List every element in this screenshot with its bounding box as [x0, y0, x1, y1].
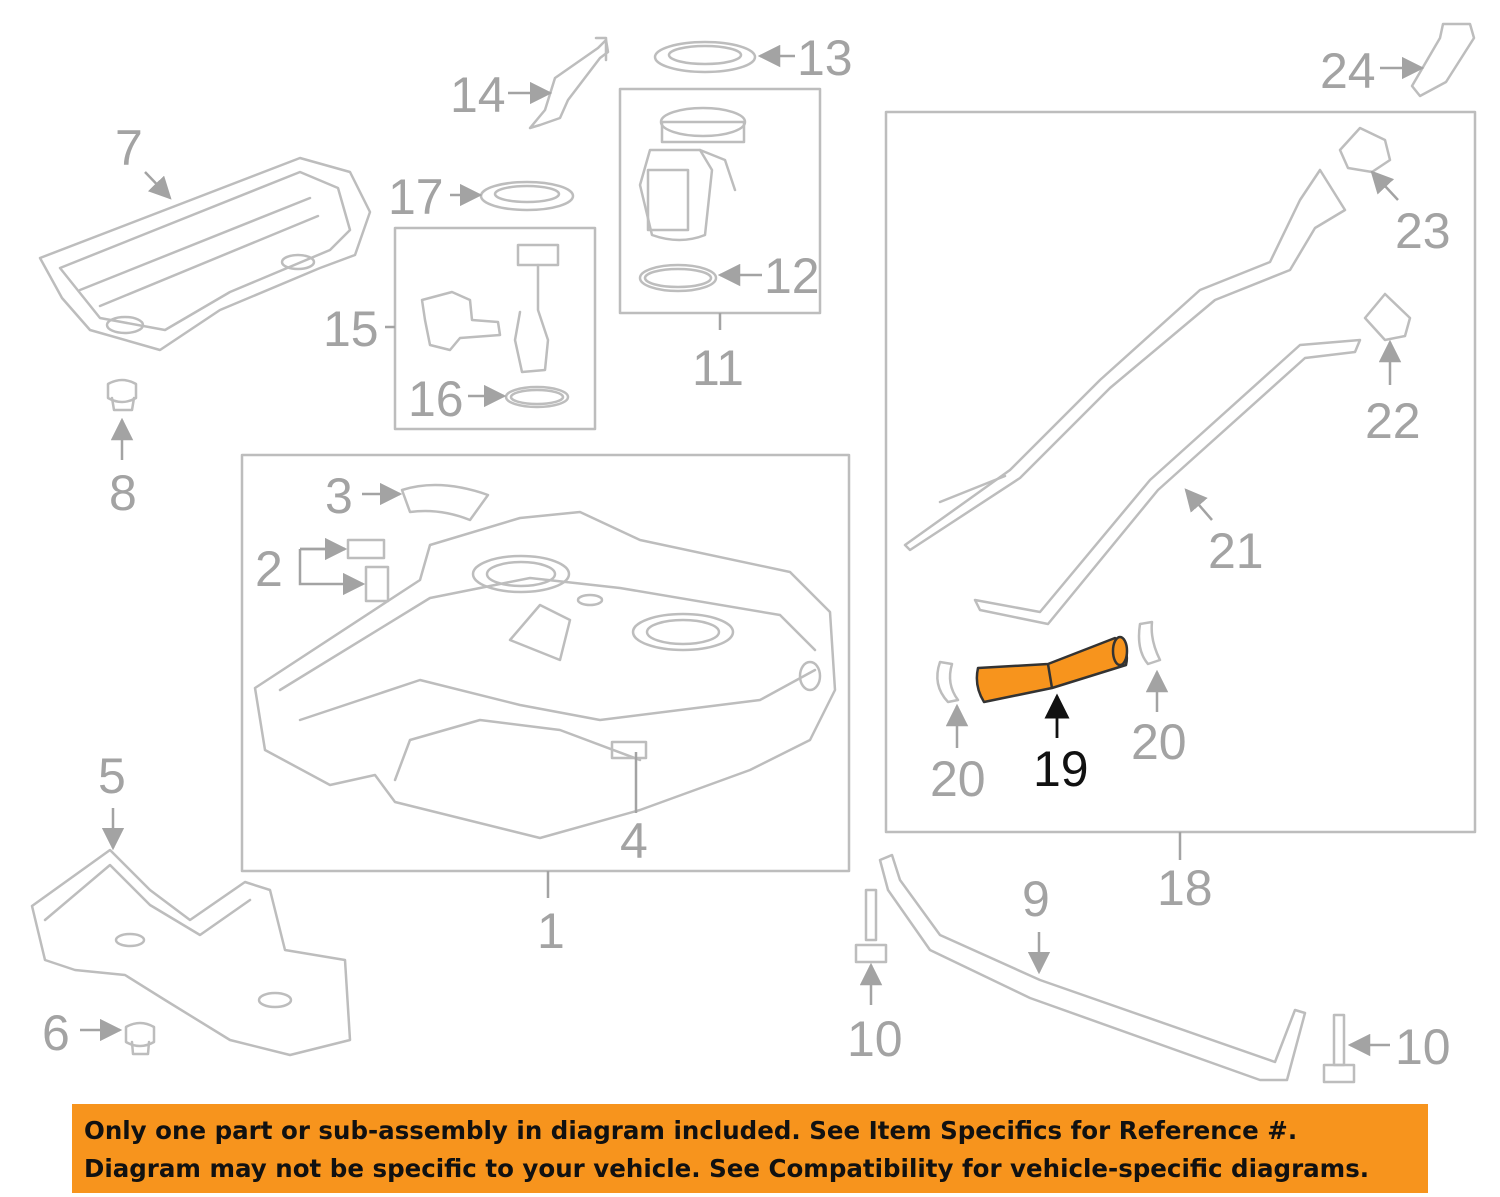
leader-23 [1370, 170, 1399, 201]
grommet-part-8 [106, 378, 138, 412]
strap-part-9 [878, 853, 1307, 1082]
callout-7: 7 [115, 120, 143, 176]
callout-23: 23 [1395, 203, 1451, 259]
pad-part-3 [400, 483, 490, 522]
callout-9: 9 [1022, 871, 1050, 927]
group-box-15 [393, 226, 597, 431]
lock-ring-part-13 [653, 40, 757, 74]
bolt-part-10-right [1322, 1013, 1356, 1084]
callout-5: 5 [98, 748, 126, 804]
disclaimer-banner: Only one part or sub-assembly in diagram… [72, 1104, 1428, 1193]
filler-pipe [903, 168, 1347, 552]
callout-10-right: 10 [1395, 1019, 1451, 1075]
callout-13: 13 [797, 30, 853, 86]
clamp-part-20-right [1137, 620, 1162, 666]
callout-8: 8 [109, 465, 137, 521]
callout-18: 18 [1157, 860, 1213, 916]
callout-12: 12 [764, 248, 820, 304]
callout-3: 3 [325, 468, 353, 524]
valve-part-22 [1363, 292, 1412, 342]
protector-part-5 [30, 848, 352, 1057]
bolt-part-10-left [854, 888, 888, 964]
callout-14: 14 [450, 67, 506, 123]
callout-20-left: 20 [930, 751, 986, 807]
leader-21 [1184, 488, 1213, 521]
callout-19: 19 [1033, 741, 1089, 797]
callout-1: 1 [537, 903, 565, 959]
breather-tube-part-21 [973, 338, 1362, 626]
callout-2: 2 [255, 541, 283, 597]
callout-11: 11 [692, 340, 744, 396]
fuel-pump-assembly [638, 106, 747, 293]
leader-7 [144, 171, 172, 200]
heat-shield-part [38, 156, 372, 352]
callout-17: 17 [388, 169, 444, 225]
callout-4: 4 [620, 813, 648, 869]
callout-22: 22 [1365, 393, 1421, 449]
disclaimer-line-1: Only one part or sub-assembly in diagram… [84, 1116, 1298, 1145]
cap-part-23 [1338, 126, 1392, 174]
callout-15: 15 [323, 301, 379, 357]
lock-ring-part-17 [479, 180, 575, 212]
callout-10-left: 10 [847, 1011, 903, 1067]
fuel-tank-part [253, 510, 837, 840]
clamp-part-20-left [936, 660, 960, 704]
callout-21: 21 [1208, 523, 1264, 579]
hose-part-19-highlighted[interactable] [975, 635, 1129, 704]
disclaimer-banner-bg [72, 1104, 1428, 1193]
callout-16: 16 [408, 371, 464, 427]
disclaimer-line-2: Diagram may not be specific to your vehi… [84, 1154, 1370, 1183]
leader-2 [298, 547, 363, 584]
bracket-part-14 [528, 36, 610, 130]
callout-20-right: 20 [1131, 714, 1187, 770]
cap-part-24 [1410, 22, 1476, 98]
callout-24: 24 [1320, 43, 1376, 99]
sender-unit-part-15 [420, 243, 570, 409]
callout-6: 6 [42, 1005, 70, 1061]
group-box-1 [240, 453, 851, 873]
grommet-part-6 [124, 1021, 156, 1056]
clip-part-2 [346, 538, 390, 603]
